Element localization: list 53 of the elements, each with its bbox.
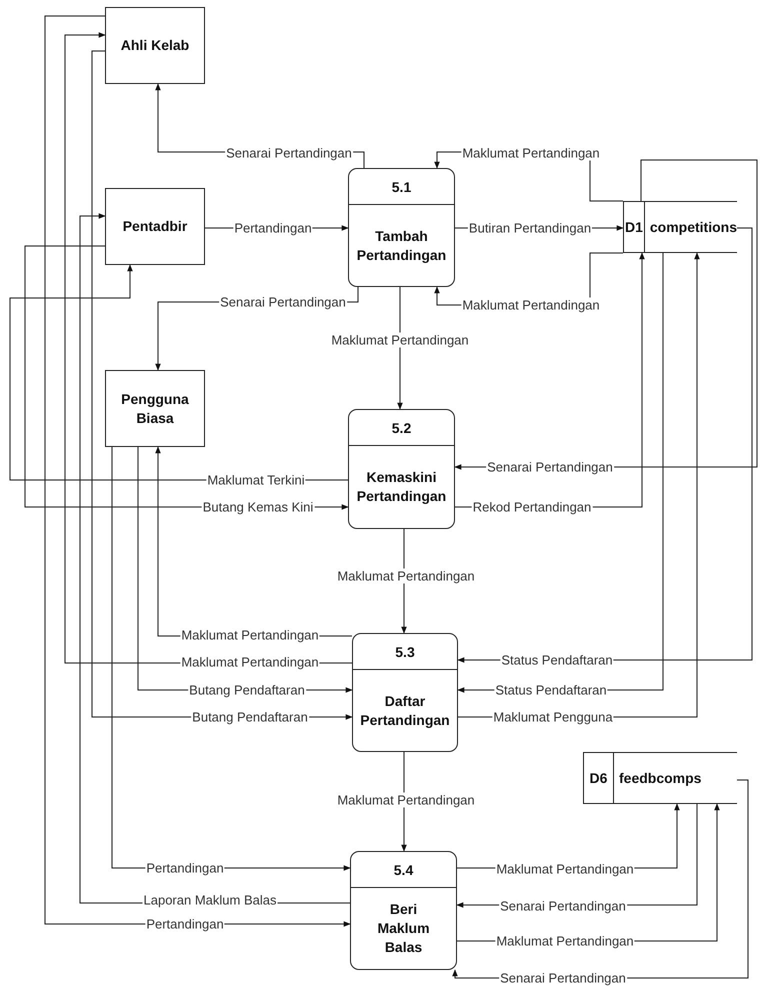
- edge-label: Maklumat Pertandingan: [180, 628, 320, 642]
- edge-label: Rekod Pertandingan: [472, 500, 592, 514]
- store-label: feedbcomps: [618, 769, 702, 788]
- data-flow-arrow: [44, 16, 351, 927]
- process-number: 5.2: [349, 410, 454, 446]
- process-box: [350, 851, 457, 970]
- edge-label: Maklumat Pertandingan: [495, 862, 635, 876]
- external-entity-box: [105, 370, 205, 447]
- edge-label: Laporan Maklum Balas: [142, 892, 278, 908]
- edge-label: Senarai Pertandingan: [499, 898, 627, 914]
- process-label: Daftar Pertandingan: [359, 692, 451, 730]
- process-number: 5.4: [351, 852, 456, 888]
- process-label: Tambah Pertandingan: [356, 226, 448, 264]
- store-id: D1: [623, 202, 645, 252]
- edge-label: Senarai Pertandingan: [499, 970, 627, 986]
- entity-label: Ahli Kelab: [120, 36, 190, 55]
- edge-label: Pertandingan: [145, 916, 225, 932]
- edge-label: Maklumat Pertandingan: [461, 146, 601, 160]
- edge-label: Senarai Pertandingan: [225, 146, 353, 160]
- edge-label: Status Pendaftaran: [494, 682, 608, 698]
- edge-label: Maklumat Terkini: [206, 472, 306, 488]
- edge-label: Senarai Pertandingan: [486, 460, 614, 474]
- edge-label: Butang Kemas Kini: [202, 500, 314, 514]
- process-number: 5.1: [349, 169, 454, 205]
- edge-label: Maklumat Pertandingan: [336, 792, 476, 808]
- entity-label: Pentadbir: [122, 217, 188, 236]
- data-flow-arrow: [397, 286, 403, 410]
- edge-label: Maklumat Pertandingan: [330, 332, 470, 348]
- process-label: Kemaskini Pertandingan: [356, 468, 448, 506]
- data-store: [583, 752, 737, 804]
- store-label: competitions: [648, 218, 737, 237]
- edge-label: Maklumat Pertandingan: [461, 298, 601, 312]
- edge-label: Status Pendaftaran: [500, 652, 614, 668]
- edge-label: Butiran Pertandingan: [468, 220, 592, 236]
- edge-label: Maklumat Pertandingan: [180, 654, 320, 670]
- edge-label: Butang Pendaftaran: [191, 710, 309, 724]
- edge-label: Pertandingan: [145, 860, 225, 876]
- edge-label: Maklumat Pertandingan: [495, 934, 635, 948]
- process-box: [348, 409, 455, 529]
- data-store: [623, 201, 737, 253]
- entity-label: Pengguna Biasa: [120, 390, 190, 427]
- store-id: D6: [583, 753, 614, 803]
- external-entity-box: [105, 7, 205, 84]
- process-box: [348, 168, 455, 287]
- process-box: [352, 633, 458, 752]
- edge-label: Pertandingan: [233, 220, 313, 236]
- edge-label: Butang Pendaftaran: [188, 682, 306, 698]
- process-label: Beri Maklum Balas: [376, 900, 431, 957]
- process-number: 5.3: [353, 634, 457, 670]
- edge-label: Maklumat Pengguna: [492, 710, 614, 724]
- external-entity-box: [105, 188, 205, 265]
- edge-label: Senarai Pertandingan: [219, 294, 347, 310]
- edge-label: Maklumat Pertandingan: [336, 568, 476, 584]
